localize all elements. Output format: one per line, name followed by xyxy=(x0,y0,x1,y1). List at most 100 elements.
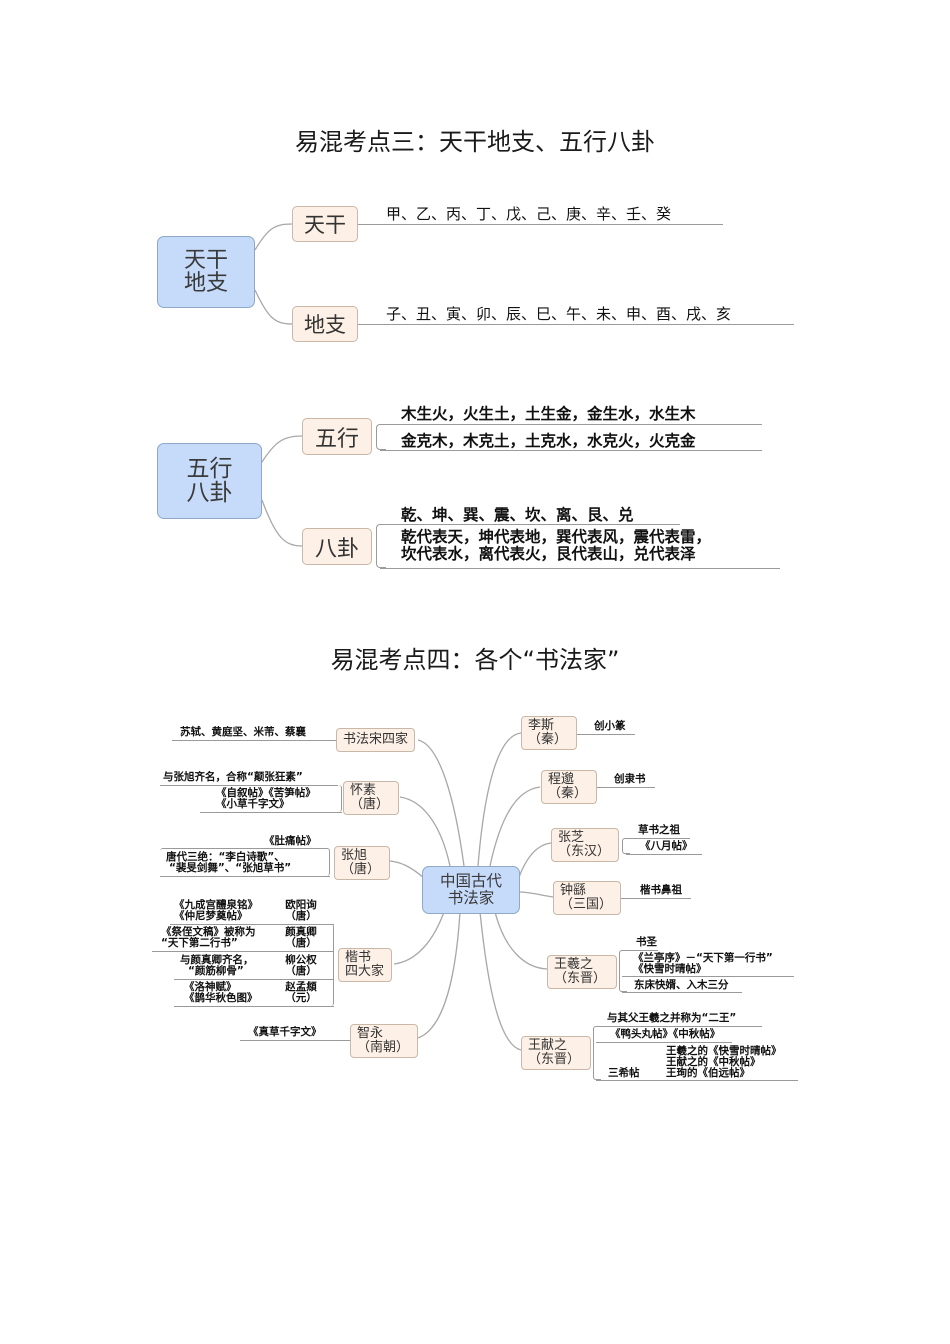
leaf-sanxitie-label: 三希帖 xyxy=(608,1067,640,1079)
node-kaishu-four-masters: 楷书 四大家 xyxy=(338,948,392,982)
leaf-tiangan-list: 甲、乙、丙、丁、戊、己、庚、辛、壬、癸 xyxy=(386,205,672,223)
leaf-line xyxy=(240,1040,350,1041)
kaishu-member-4-era: （元） xyxy=(285,992,317,1004)
leaf-line xyxy=(170,924,334,925)
leaf-wangxizhi-work-1: 《兰亭序》－“天下第一行书” xyxy=(633,952,773,964)
node-name: 李斯 xyxy=(528,718,555,733)
leaf-line xyxy=(626,854,702,855)
bracket xyxy=(376,424,386,450)
leaf-line xyxy=(622,992,742,993)
kaishu-member-1-name: 欧阳询 xyxy=(285,899,317,911)
leaf-zhangzhi-work: 《八月帖》 xyxy=(640,840,693,852)
leaf-song-masters: 苏轼、黄庭坚、米芾、蔡襄 xyxy=(180,726,306,738)
leaf-line xyxy=(380,568,780,569)
leaf-line xyxy=(597,787,655,788)
node-name: 王献之 xyxy=(528,1038,568,1053)
kaishu-member-1-work-1: 《九成宫醴泉铭》 xyxy=(174,899,258,911)
node-era: （秦） xyxy=(528,732,568,747)
node-lisi: 李斯 （秦） xyxy=(521,716,577,750)
bracket xyxy=(593,1026,601,1080)
leaf-bagua-list: 乾、坤、巽、震、坎、离、艮、兑 xyxy=(401,506,634,524)
leaf-zhangxu-note-2: “裴旻剑舞”、“张旭草书” xyxy=(169,862,292,874)
node-name: 智永 xyxy=(357,1026,384,1041)
node-zhiyong: 智永 （南朝） xyxy=(350,1024,418,1058)
node-era: （南朝） xyxy=(357,1040,410,1055)
leaf-line xyxy=(596,1026,762,1027)
leaf-huaisu-works-2: 《小草千字文》 xyxy=(216,798,290,810)
node-era: 四大家 xyxy=(345,964,385,979)
leaf-dizhi-list: 子、丑、寅、卯、辰、巳、午、未、申、酉、戌、亥 xyxy=(386,305,732,323)
leaf-line xyxy=(596,1080,798,1081)
kaishu-member-2-name: 颜真卿 xyxy=(285,926,317,938)
root-node-tiangan-dizhi: 天干 地支 xyxy=(157,236,255,308)
kaishu-member-3-work-1: 与颜真卿齐名， xyxy=(180,954,254,966)
leaf-line xyxy=(596,1042,732,1043)
node-era: （秦） xyxy=(548,786,588,801)
kaishu-member-3-name: 柳公权 xyxy=(285,954,317,966)
node-era: （三国） xyxy=(560,897,613,912)
kaishu-member-3-work-2: “颜筋柳骨” xyxy=(188,965,244,977)
node-era: （东晋） xyxy=(528,1052,581,1067)
leaf-wuxing-sheng: 木生火，火生土，土生金，金生水，水生木 xyxy=(401,405,696,423)
kaishu-member-3-era: （唐） xyxy=(285,965,317,977)
node-name: 怀素 xyxy=(350,783,377,798)
leaf-zhongyao-note: 楷书鼻祖 xyxy=(640,884,682,896)
node-zhongyao: 钟繇 （三国） xyxy=(553,881,621,915)
leaf-line xyxy=(152,951,334,952)
kaishu-member-1-work-2: 《仲尼梦奠帖》 xyxy=(174,910,248,922)
node-wangxizhi: 王羲之 （东晋） xyxy=(547,955,617,989)
branch-wuxing: 五行 xyxy=(302,418,372,455)
leaf-line xyxy=(200,812,342,813)
leaf-wangxizhi-idioms: 东床快婿、入木三分 xyxy=(634,979,729,991)
leaf-line xyxy=(380,524,680,525)
leaf-wangxizhi-work-2: 《快雪时晴帖》 xyxy=(633,963,707,975)
leaf-wangxianzhi-works: 《鸭头丸帖》《中秋帖》 xyxy=(610,1028,721,1040)
node-chengmiao: 程邈 （秦） xyxy=(541,770,597,804)
bracket xyxy=(200,785,342,812)
node-name: 王羲之 xyxy=(554,957,594,972)
leaf-wangxizhi-title: 书圣 xyxy=(636,936,657,948)
node-era: （东晋） xyxy=(554,971,607,986)
node-era: （东汉） xyxy=(558,844,611,859)
leaf-wangxianzhi-note: 与其父王羲之并称为“二王” xyxy=(607,1012,737,1024)
leaf-line xyxy=(160,876,330,877)
leaf-line xyxy=(160,785,338,786)
leaf-line xyxy=(174,1006,334,1007)
node-huaisu: 怀素 （唐） xyxy=(343,781,399,815)
branch-bagua: 八卦 xyxy=(302,528,372,565)
leaf-sanxitie-2: 王献之的《中秋帖》 xyxy=(666,1056,761,1068)
leaf-lisi-note: 创小篆 xyxy=(594,720,626,732)
kaishu-member-2-era: （唐） xyxy=(285,937,317,949)
leaf-line xyxy=(577,734,635,735)
leaf-line xyxy=(380,450,762,451)
node-zhangxu: 张旭 （唐） xyxy=(334,846,390,880)
bracket xyxy=(622,838,630,854)
leaf-line xyxy=(380,424,762,425)
kaishu-member-4-name: 赵孟頫 xyxy=(285,981,317,993)
leaf-line xyxy=(358,324,794,325)
root-label-line1: 五行 xyxy=(186,455,233,482)
leaf-bagua-meaning-1: 乾代表天，坤代表地，巽代表风，震代表雷， xyxy=(401,528,712,546)
section4-title: 易混考点四：各个“书法家” xyxy=(330,646,620,674)
node-song-four-masters: 书法宋四家 xyxy=(336,728,416,752)
leaf-line xyxy=(626,838,690,839)
leaf-sanxitie-1: 王羲之的《快雪时晴帖》 xyxy=(666,1045,782,1057)
leaf-huaisu-note: 与张旭齐名，合称“颠张狂素” xyxy=(163,771,303,783)
root-label-line1: 天干 xyxy=(183,247,228,273)
kaishu-member-4-work-1: 《洛神赋》 xyxy=(184,981,237,993)
root-node-wuxing-bagua: 五行 八卦 xyxy=(157,443,262,519)
leaf-sanxitie-3: 王珣的《伯远帖》 xyxy=(666,1067,750,1079)
root-label-line2: 八卦 xyxy=(186,480,233,506)
leaf-bagua-meaning-2: 坎代表水，离代表火，艮代表山，兑代表泽 xyxy=(401,545,696,563)
root-label-line2: 书法家 xyxy=(447,889,495,907)
leaf-line xyxy=(622,950,658,951)
kaishu-member-2-work-1: 《祭侄文稿》被称为 xyxy=(161,926,256,938)
leaf-chengmiao-note: 创隶书 xyxy=(614,773,646,785)
leaf-line xyxy=(174,979,334,980)
leaf-line xyxy=(358,224,723,225)
section3-title: 易混考点三：天干地支、五行八卦 xyxy=(295,128,655,156)
bracket xyxy=(376,524,386,568)
root-label-line2: 地支 xyxy=(183,271,228,296)
kaishu-member-1-era: （唐） xyxy=(285,910,317,922)
leaf-wuxing-ke: 金克木，木克土，土克水，水克火，火克金 xyxy=(401,432,696,450)
